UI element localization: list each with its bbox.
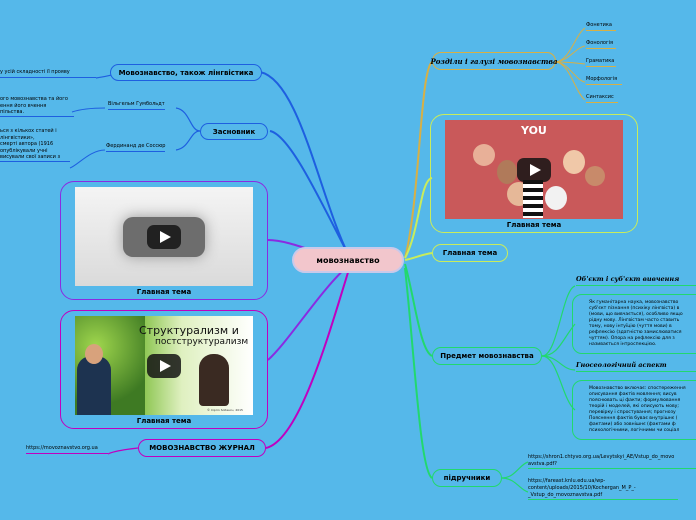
portrait-silhouette bbox=[199, 354, 229, 406]
character-icon bbox=[473, 144, 495, 166]
topic-founders[interactable]: Засновник bbox=[200, 123, 268, 140]
person-face bbox=[85, 344, 103, 364]
topic-main-theme[interactable]: Главная тема bbox=[432, 244, 508, 262]
play-button-icon[interactable] bbox=[147, 354, 181, 378]
journal-url[interactable]: https://movoznavstvo.org.ua bbox=[26, 445, 108, 454]
person-silhouette bbox=[77, 356, 111, 415]
saussure-text: ься з кількох статей і лінгвістики», сме… bbox=[0, 128, 70, 162]
character-icon bbox=[545, 186, 567, 210]
play-button-icon[interactable] bbox=[147, 225, 181, 249]
subtopic-humboldt[interactable]: Вільгельм Гумбольдт bbox=[108, 101, 165, 110]
object-subject-card: Як гуманітарна наука, мовознавство суб'є… bbox=[572, 294, 696, 354]
slide-footer: © Ciprin Soltescu, 2015 bbox=[207, 408, 243, 412]
object-subject-text: Як гуманітарна наука, мовознавство суб'є… bbox=[589, 300, 683, 347]
video-card-2[interactable]: Структурализм и постструктурализм © Cipr… bbox=[60, 310, 268, 429]
subtopic-saussure[interactable]: Фердинанд де Соссюр bbox=[106, 143, 166, 152]
epistemology-card: Мовознавство включає: спостереження опис… bbox=[572, 380, 696, 440]
topic-textbooks[interactable]: підручники bbox=[432, 469, 502, 487]
thumbnail-overlay-text: YOU bbox=[521, 124, 547, 137]
textbook-link-1[interactable]: https://shron1.chtyvo.org.ua/Levytskyi_A… bbox=[528, 454, 696, 469]
topic-journal[interactable]: МОВОЗНАВСТВО ЖУРНАЛ bbox=[138, 439, 266, 457]
character-icon bbox=[497, 160, 517, 184]
character-icon bbox=[563, 150, 585, 174]
video-thumbnail-3[interactable]: YOU bbox=[445, 120, 623, 219]
textbook-link-2[interactable]: https://fareast.knlu.edu.ua/wp- content/… bbox=[528, 478, 678, 500]
striped-shirt-character bbox=[523, 180, 543, 218]
topic-subject[interactable]: Предмет мовознавства bbox=[432, 347, 542, 365]
central-topic[interactable]: мовознавство bbox=[292, 247, 404, 273]
play-button-icon[interactable] bbox=[517, 158, 551, 182]
video-card-1[interactable]: Главная тема bbox=[60, 181, 268, 300]
humboldt-text: ого мовознавства та його ення його вченн… bbox=[0, 96, 74, 117]
topic-branches[interactable]: Розділи і галузі мовознавства bbox=[430, 52, 558, 70]
video-thumbnail-1[interactable] bbox=[75, 187, 253, 286]
linguistics-underline bbox=[0, 77, 96, 78]
video-card-3[interactable]: YOU Главная тема bbox=[430, 114, 638, 233]
slide-title-line1: Структурализм и bbox=[139, 324, 239, 337]
slide-title-line2: постструктурализм bbox=[155, 337, 249, 347]
branch-morphology[interactable]: Морфологія bbox=[586, 76, 622, 85]
linguistics-fragment: у усій складності її прояву bbox=[0, 69, 70, 75]
character-icon bbox=[585, 166, 605, 186]
branch-grammar[interactable]: Граматика bbox=[586, 58, 616, 67]
video-thumbnail-2[interactable]: Структурализм и постструктурализм © Cipr… bbox=[75, 316, 253, 415]
object-subject-title: Об'єкт і суб'єкт вивчення bbox=[576, 276, 696, 286]
branch-phonology[interactable]: Фонологія bbox=[586, 40, 616, 49]
branch-phonetics[interactable]: Фонетика bbox=[586, 22, 616, 31]
video-caption-3: Главная тема bbox=[506, 221, 562, 229]
branch-syntax[interactable]: Синтаксис bbox=[586, 94, 618, 103]
video-caption-2: Главная тема bbox=[136, 417, 192, 425]
epistemology-text: Мовознавство включає: спостереження опис… bbox=[589, 386, 686, 433]
topic-linguistics[interactable]: Мовознавство, також лінгвістика bbox=[110, 64, 262, 81]
epistemology-title: Гносеологічний аспект bbox=[576, 362, 696, 372]
video-caption-1: Главная тема bbox=[136, 288, 192, 296]
